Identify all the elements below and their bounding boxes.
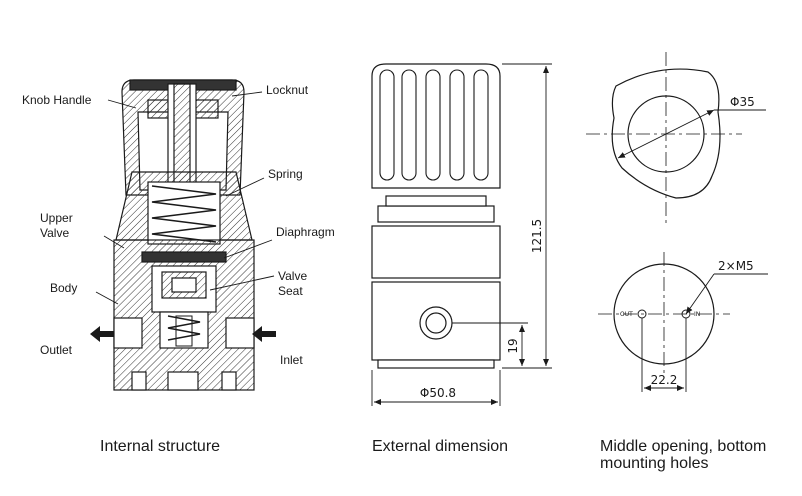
label-upper-valve: Valve: [40, 226, 69, 240]
external-view: [371, 63, 501, 369]
external-dimension-lines: [371, 63, 552, 406]
outlet-arrow: [90, 326, 114, 342]
external-locknut: [377, 205, 495, 223]
middle-opening-view: [586, 52, 766, 226]
caption-mounting-holes-line2: mounting holes: [600, 455, 709, 472]
label-outlet: Outlet: [40, 343, 73, 357]
leader-lines: [95, 91, 275, 305]
label-diaphragm: Diaphragm: [276, 225, 335, 239]
inlet-arrow: [252, 326, 276, 342]
in-port-label: IN: [694, 311, 700, 318]
label-valve-seat-1: Valve: [278, 269, 307, 283]
panel-cutout-outline: [611, 68, 721, 199]
opening-diameter-dimension: Φ35: [730, 95, 755, 109]
caption-external-dimension: External dimension: [372, 438, 509, 455]
label-locknut: Locknut: [266, 83, 309, 97]
external-upper-body: [371, 225, 501, 279]
port-height-dimension: 19: [506, 338, 520, 353]
out-port-label: OUT: [620, 311, 633, 318]
mount-thread-dimension: 2×M5: [718, 259, 754, 273]
knob-outline: [371, 63, 501, 189]
label-body: Body: [50, 281, 77, 295]
knob-grooves: [379, 69, 489, 181]
hole-spacing-dimension: 22.2: [651, 373, 678, 387]
label-knob-handle: Knob Handle: [22, 93, 92, 107]
label-upper: Upper: [40, 211, 73, 225]
caption-mounting-holes-line1: Middle opening, bottom: [600, 438, 767, 455]
valve-seat-shape: [151, 265, 217, 349]
spring-shape: [151, 185, 217, 243]
caption-internal-structure: Internal structure: [100, 438, 221, 455]
internal-structure-section: [95, 79, 275, 391]
diameter-dimension: Φ50.8: [420, 386, 456, 400]
label-valve-seat-2: Seat: [278, 284, 303, 298]
label-inlet: Inlet: [280, 353, 303, 367]
height-dimension: 121.5: [530, 219, 544, 253]
label-spring: Spring: [268, 167, 303, 181]
diaphragm-shape: [141, 251, 227, 263]
mounting-holes-view: [598, 252, 768, 392]
